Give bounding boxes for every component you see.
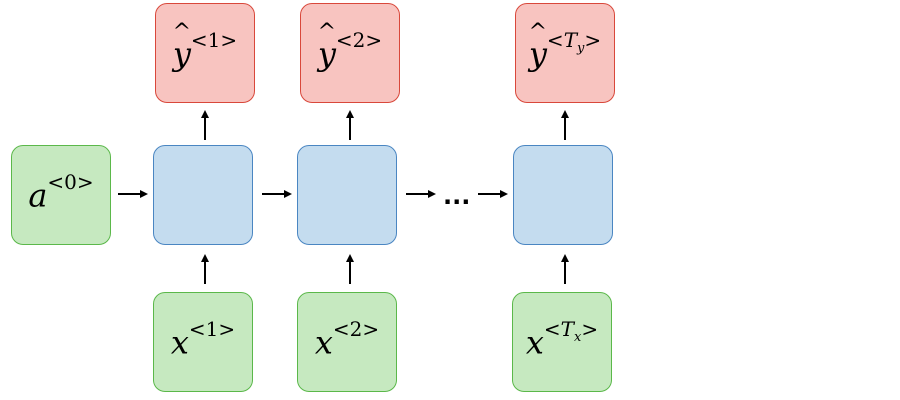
output-label-2: y<2> [318,30,382,70]
output-label-1: y<1> [173,30,237,70]
output-label-T: y<Ty> [529,30,601,70]
output-box-T: y<Ty> [515,3,615,103]
input-box-1: x<1> [153,292,253,392]
input-label-T: x<Tx> [525,317,599,362]
input-label-1: x<1> [170,317,236,362]
rnn-cell-1 [153,145,253,245]
rnn-cell-2 [297,145,397,245]
initial-activation-box: a<0> [11,145,111,245]
output-box-2: y<2> [300,3,400,103]
input-box-T: x<Tx> [512,292,612,392]
ellipsis: ... [443,182,471,210]
initial-activation-label: a<0> [28,170,94,215]
output-box-1: y<1> [155,3,255,103]
input-label-2: x<2> [314,317,380,362]
input-box-2: x<2> [297,292,397,392]
rnn-cell-3 [513,145,613,245]
